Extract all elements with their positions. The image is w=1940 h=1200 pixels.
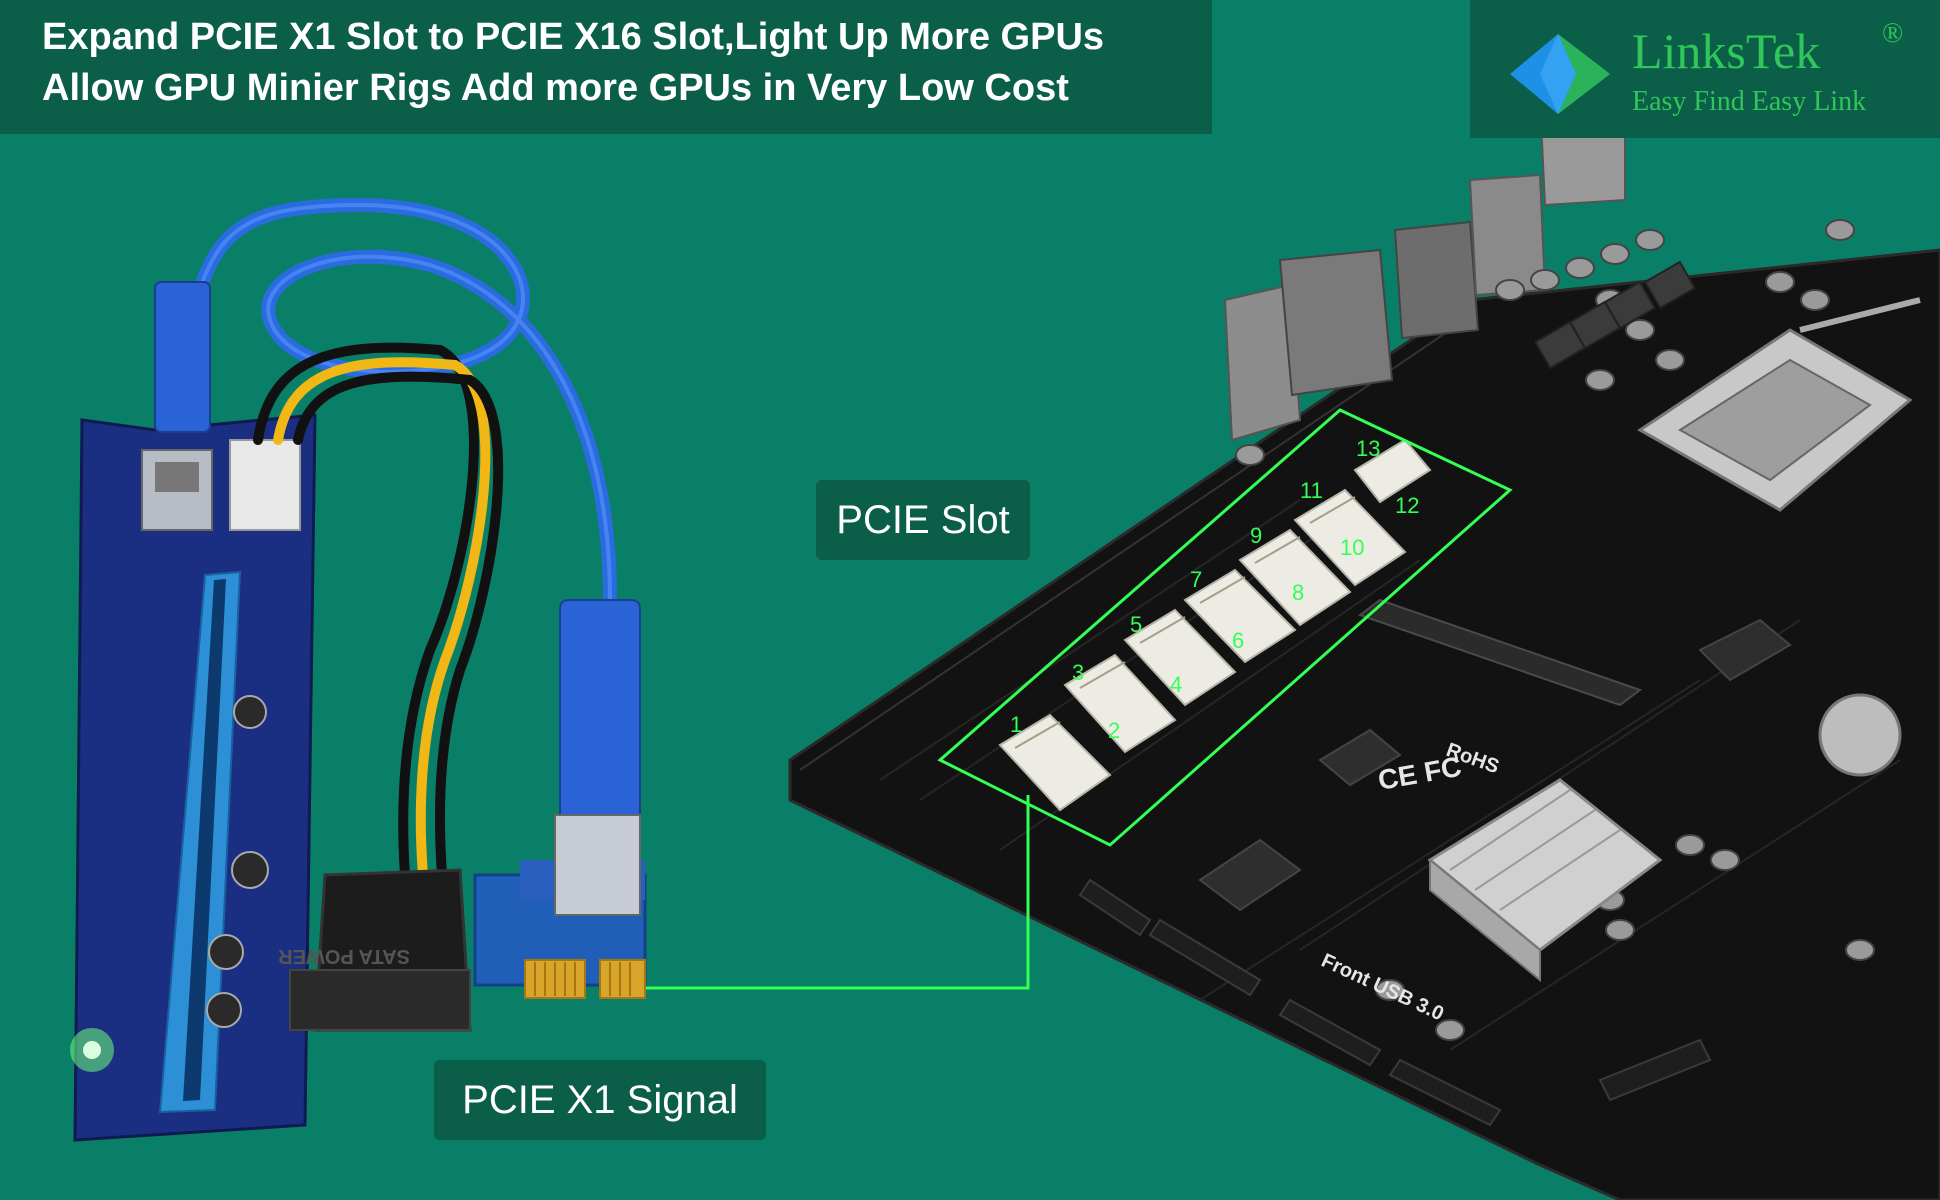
slot-number-2: 2 (1108, 718, 1121, 743)
slot-number-4: 4 (1170, 672, 1183, 697)
pcie-x16-slot (1357, 598, 1643, 707)
brand-name: LinksTek (1632, 23, 1821, 79)
slot-number-6: 6 (1232, 628, 1245, 653)
brand-tagline: Easy Find Easy Link (1632, 86, 1867, 117)
slot-number-9: 9 (1250, 523, 1263, 548)
mining-motherboard: RoHS CE FC Front USB 3.0 (788, 93, 1940, 1200)
headline-line-1: Expand PCIE X1 Slot to PCIE X16 Slot,Lig… (42, 16, 1105, 58)
slot-number-11: 11 (1300, 478, 1323, 503)
slot-number-1: 1 (1010, 712, 1023, 737)
pcie-slot-label: PCIE Slot (816, 480, 1030, 560)
pcie-slot-highlight (937, 408, 1513, 847)
svg-text:SATA POWER: SATA POWER (278, 945, 410, 967)
pcie-x1-adapter-card (473, 814, 647, 999)
brand-logo: LinksTek ® Easy Find Easy Link (1470, 0, 1940, 138)
signal-connector-line (640, 795, 1030, 990)
vrm-blocks (1533, 260, 1697, 370)
slot-number-3: 3 (1072, 660, 1085, 685)
slot-number-12: 12 (1395, 493, 1420, 518)
registered-mark: ® (1882, 18, 1904, 49)
cpu-socket (1637, 297, 1921, 512)
pcie-x1-signal-label: PCIE X1 Signal (434, 1060, 766, 1140)
power-cable (253, 342, 504, 880)
linkstek-diamond-icon (1510, 34, 1610, 114)
slot-number-5: 5 (1130, 612, 1143, 637)
slot-number-13: 13 (1356, 436, 1381, 461)
headline-banner: Expand PCIE X1 Slot to PCIE X16 Slot,Lig… (0, 0, 1212, 134)
usb-cable (154, 197, 641, 906)
slot-number-10: 10 (1340, 535, 1365, 560)
pcie-x1-slots (998, 438, 1432, 812)
chipset-heatsink (1427, 778, 1663, 983)
headline-line-2: Allow GPU Minier Rigs Add more GPUs in V… (42, 67, 1069, 109)
slot-number-7: 7 (1190, 567, 1203, 592)
sata-power-connector: SATA POWER (278, 868, 472, 1032)
slot-number-8: 8 (1292, 580, 1305, 605)
capacitors (1235, 219, 1875, 1041)
riser-x16-board (70, 413, 317, 1142)
bios-battery (1818, 693, 1902, 777)
